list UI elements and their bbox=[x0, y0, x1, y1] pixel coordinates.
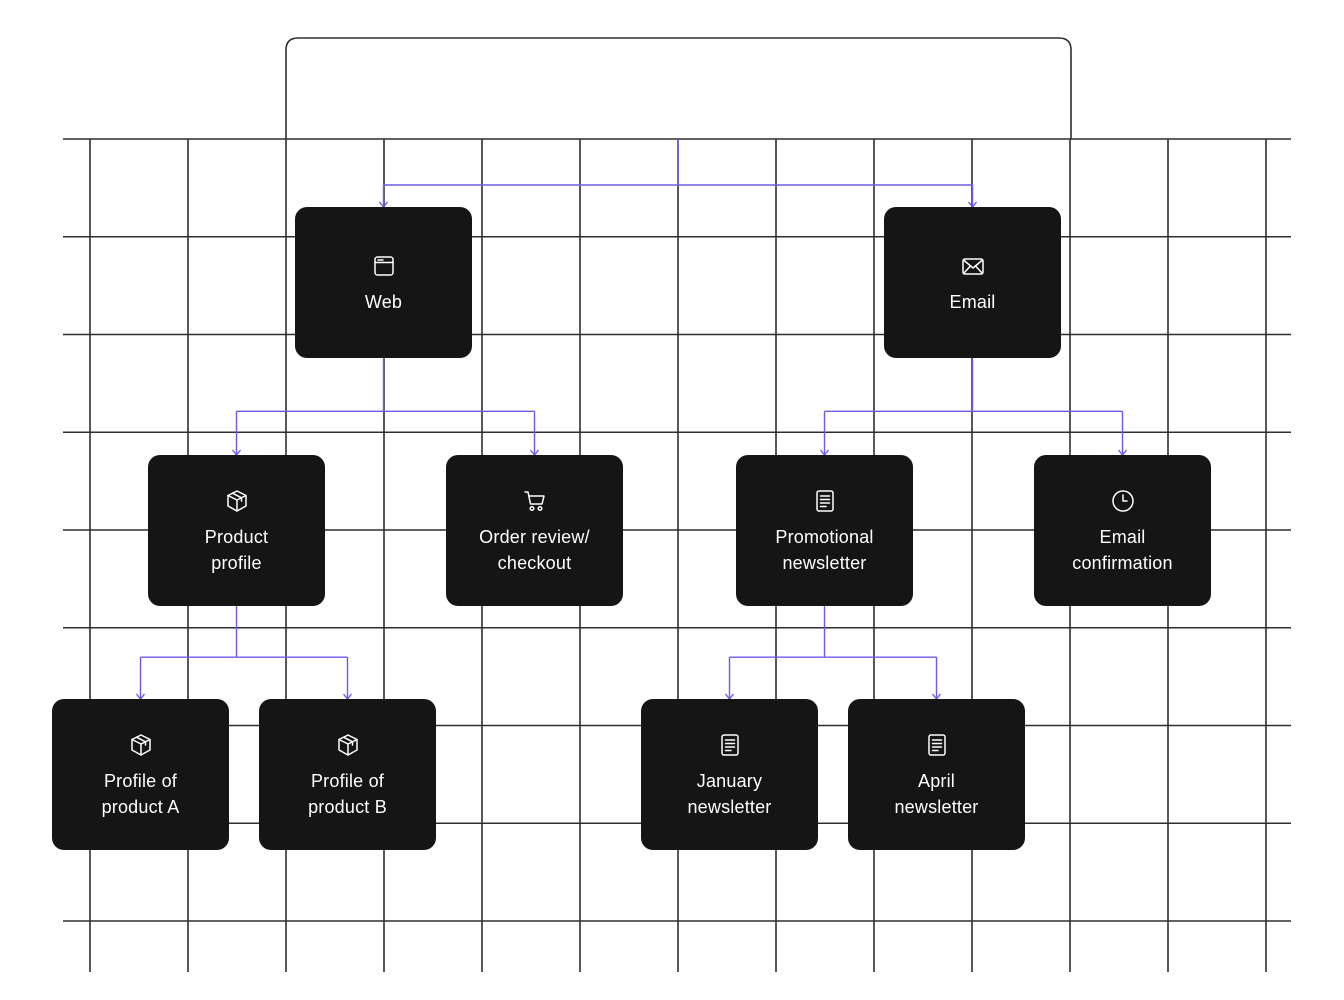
browser-window-icon bbox=[373, 255, 394, 276]
node-april-newsletter[interactable]: April newsletter bbox=[848, 699, 1025, 850]
node-profile-product-b[interactable]: Profile of product B bbox=[259, 699, 436, 850]
node-label: Email bbox=[949, 291, 996, 312]
node-email[interactable]: Email bbox=[884, 207, 1061, 358]
document-icon bbox=[815, 489, 834, 512]
connectors bbox=[135, 139, 1128, 701]
node-promotional-newsletter[interactable]: Promotional newsletter bbox=[736, 455, 913, 606]
root-frame bbox=[285, 37, 1072, 139]
clock-icon bbox=[1111, 489, 1134, 512]
node-january-newsletter[interactable]: January newsletter bbox=[641, 699, 818, 850]
shopping-cart-icon bbox=[523, 490, 545, 511]
background-grid bbox=[63, 138, 1291, 972]
node-label: Profile of product B bbox=[308, 770, 387, 817]
package-box-icon bbox=[130, 733, 151, 756]
envelope-icon bbox=[961, 257, 984, 275]
node-order-review[interactable]: Order review/ checkout bbox=[446, 455, 623, 606]
node-label: January newsletter bbox=[687, 770, 772, 817]
package-box-icon bbox=[337, 733, 358, 756]
node-label: Product profile bbox=[204, 526, 269, 573]
package-box-icon bbox=[226, 489, 247, 512]
node-label: Web bbox=[364, 291, 403, 312]
node-label: Promotional newsletter bbox=[775, 526, 874, 573]
node-label: Profile of product A bbox=[101, 770, 180, 817]
node-email-confirmation[interactable]: Email confirmation bbox=[1034, 455, 1211, 606]
node-label: April newsletter bbox=[894, 770, 979, 817]
document-icon bbox=[720, 733, 739, 756]
node-product-profile[interactable]: Product profile bbox=[148, 455, 325, 606]
node-web[interactable]: Web bbox=[295, 207, 472, 358]
node-label: Email confirmation bbox=[1072, 526, 1173, 573]
document-icon bbox=[927, 733, 946, 756]
node-label: Order review/ checkout bbox=[479, 526, 590, 573]
node-profile-product-a[interactable]: Profile of product A bbox=[52, 699, 229, 850]
